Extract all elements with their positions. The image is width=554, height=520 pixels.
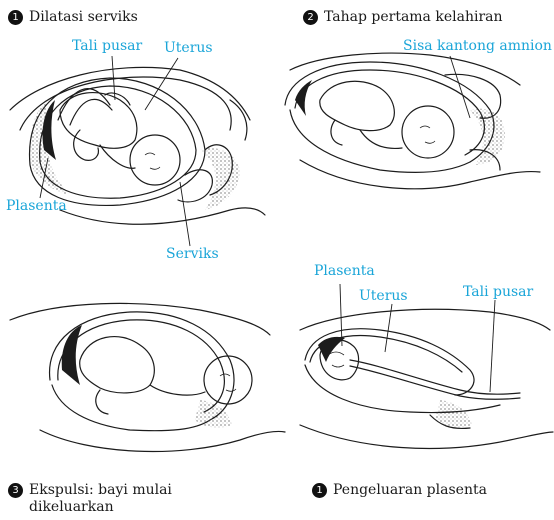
- step-4-text: Pengeluaran plasenta: [333, 482, 487, 499]
- step-1-number: 1: [8, 10, 23, 25]
- panel-4-drawing: [300, 284, 553, 448]
- label-sisa-kantong-amnion: Sisa kantong amnion: [403, 38, 552, 54]
- step-2-text: Tahap pertama kelahiran: [324, 9, 503, 26]
- label-serviks-1: Serviks: [166, 246, 219, 262]
- step-1-text: Dilatasi serviks: [29, 9, 138, 26]
- step-4-caption: 1 Pengeluaran plasenta: [312, 482, 487, 499]
- step-2-number: 2: [303, 10, 318, 25]
- panel-1-drawing: [10, 56, 265, 246]
- step-3-text: Ekspulsi: bayi mulai dikeluarkan: [29, 482, 208, 516]
- panel-2-drawing: [285, 53, 540, 189]
- label-tali-pusar-1: Tali pusar: [72, 38, 142, 54]
- step-2-caption: 2 Tahap pertama kelahiran: [303, 9, 503, 26]
- label-uterus-4: Uterus: [359, 288, 408, 304]
- panel-3-drawing: [10, 303, 285, 451]
- label-uterus-1: Uterus: [164, 40, 213, 56]
- step-3-caption: 3 Ekspulsi: bayi mulai dikeluarkan: [8, 482, 208, 516]
- step-4-number: 1: [312, 483, 327, 498]
- label-plasenta-1: Plasenta: [6, 198, 67, 214]
- label-tali-pusar-4: Tali pusar: [463, 284, 533, 300]
- step-1-caption: 1 Dilatasi serviks: [8, 9, 138, 26]
- step-3-number: 3: [8, 483, 23, 498]
- label-plasenta-4: Plasenta: [314, 263, 375, 279]
